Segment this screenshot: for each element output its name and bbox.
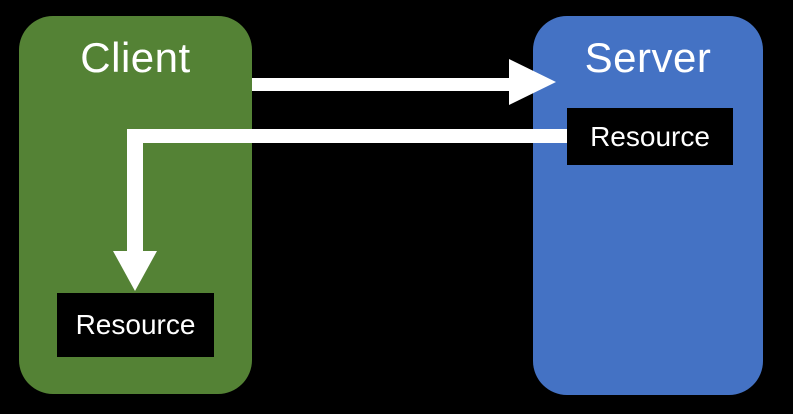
- server-label: Server: [584, 34, 712, 81]
- server-box: Server: [533, 16, 763, 395]
- client-to-server-arrow-head-icon: [509, 59, 556, 105]
- server-resource-label: Resource: [590, 120, 710, 152]
- server-resource-to-client-arrow-vertical-shaft: [127, 129, 143, 252]
- server-resource-to-client-arrow-horizontal-shaft: [127, 129, 567, 143]
- client-resource-box: Resource: [57, 293, 214, 357]
- client-label: Client: [80, 34, 191, 81]
- server-resource-box: Resource: [567, 108, 733, 165]
- client-resource-label: Resource: [75, 309, 196, 340]
- server-resource-to-client-arrow-head-icon: [113, 251, 157, 291]
- client-to-server-arrow-shaft: [252, 78, 510, 91]
